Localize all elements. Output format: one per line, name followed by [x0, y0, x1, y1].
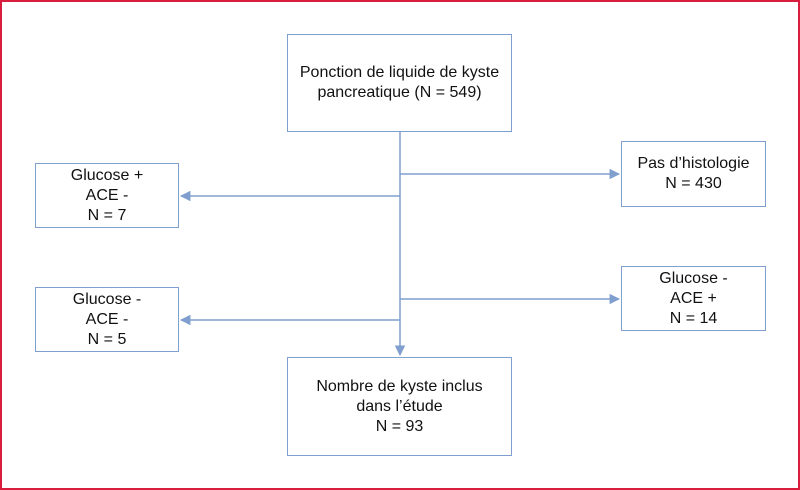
node-included-line-1: Nombre de kyste inclus	[316, 377, 483, 395]
node-glucose-minus-ace-minus: Glucose - ACE - N = 5	[35, 287, 179, 352]
node-start: Ponction de liquide de kyste pancreatiqu…	[287, 34, 512, 132]
node-start-line-2: pancreatique (N = 549)	[317, 84, 482, 101]
node-no-histology-line-2: N = 430	[665, 175, 722, 192]
node-gpam-line-1: Glucose +	[70, 166, 144, 184]
node-no-histology-line-1: Pas d’histologie	[637, 155, 750, 172]
node-start-line-1: Ponction de liquide de kyste	[299, 64, 500, 81]
node-glucose-plus-ace-minus: Glucose + ACE - N = 7	[35, 163, 179, 228]
node-gpam-line-3: N = 7	[87, 206, 127, 224]
node-gmap-line-2: ACE +	[670, 289, 717, 307]
node-included-line-3: N = 93	[375, 417, 424, 435]
node-included: Nombre de kyste inclus dans l’étude N = …	[287, 357, 512, 456]
node-included-line-2: dans l’étude	[356, 397, 443, 415]
node-gmap-line-3: N = 14	[669, 309, 718, 327]
node-gmam-line-2: ACE -	[85, 310, 129, 328]
node-gpam-line-2: ACE -	[85, 186, 129, 204]
node-glucose-minus-ace-plus: Glucose - ACE + N = 14	[621, 266, 766, 331]
node-gmap-line-1: Glucose -	[659, 269, 728, 287]
node-gmam-line-3: N = 5	[87, 330, 127, 348]
node-no-histology: Pas d’histologie N = 430	[621, 141, 766, 207]
node-gmam-line-1: Glucose -	[72, 290, 142, 308]
